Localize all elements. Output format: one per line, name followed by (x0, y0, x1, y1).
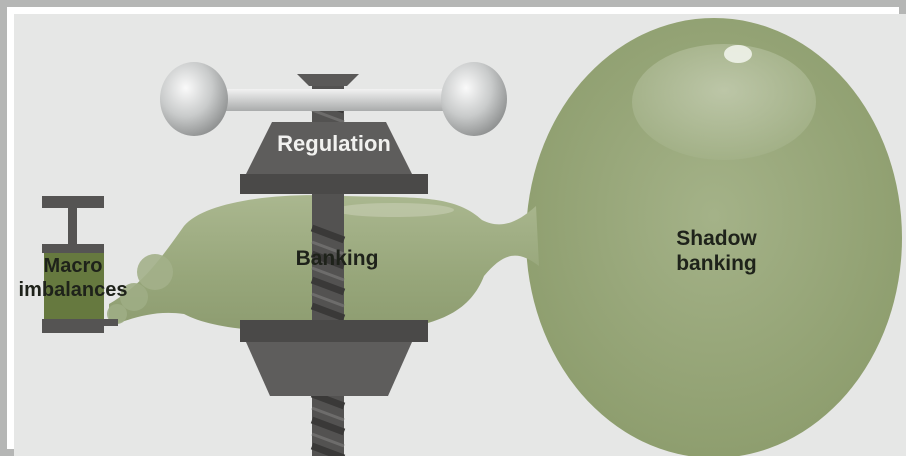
lower-press-base (246, 342, 412, 396)
illustration (42, 18, 902, 456)
regulation-label: Regulation (277, 131, 391, 156)
banking-label: Banking (295, 247, 379, 270)
macro-imbalances-label: Macro imbalances (14, 254, 136, 302)
upper-press-plate (240, 174, 428, 194)
diagram-canvas: Regulation Banking Macro imbalances Shad… (14, 14, 906, 456)
shadow-label-line2: banking (676, 252, 757, 276)
lower-press-plate (240, 320, 428, 342)
screw-cap (297, 74, 359, 86)
pump-handle-top (42, 196, 104, 208)
pump-base (42, 319, 104, 333)
bubble-large (137, 254, 173, 290)
press-handle-bar (194, 89, 464, 111)
left-knob-icon (160, 62, 228, 136)
right-knob-icon (441, 62, 507, 136)
pump-nozzle (104, 319, 118, 326)
shadow-banking-label: Shadow banking (644, 226, 789, 276)
macro-label-line2: imbalances (18, 279, 128, 301)
banking-balloon-sheen (334, 203, 454, 217)
shadow-banking-balloon (526, 18, 902, 456)
bubble-medium (120, 283, 148, 311)
upper-press-block (246, 122, 412, 174)
shadow-label-line1: Shadow (676, 227, 757, 250)
pump-collar (42, 244, 104, 253)
pump-rod (68, 208, 77, 244)
shadow-balloon-highlight (632, 44, 816, 160)
macro-label-line1: Macro (43, 255, 103, 277)
shadow-balloon-glint (724, 45, 752, 63)
pump-chamber (44, 253, 104, 319)
